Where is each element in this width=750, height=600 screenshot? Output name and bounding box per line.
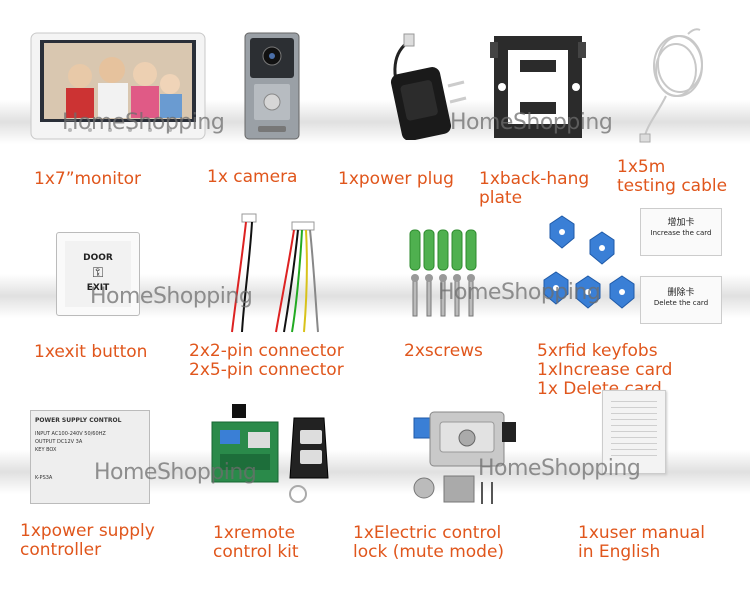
delete-card-cn: 删除卡 — [667, 288, 695, 298]
monitor-image — [30, 32, 206, 140]
power-plug-image — [390, 33, 467, 140]
caption-line: 2x5-pin connector — [189, 360, 344, 380]
caption-line: 1xIncrease card — [537, 360, 673, 380]
psu-line1: INPUT AC100-240V 50/60HZ — [35, 431, 106, 437]
caption-line: 5xrfid keyfobs — [537, 341, 658, 361]
item-caption-camera: 1x camera — [207, 168, 297, 187]
caption-line: 1xuser manual — [578, 523, 706, 543]
watermark-1: HomeShopping — [62, 110, 225, 135]
connectors-image — [231, 213, 319, 333]
caption-line: controller — [20, 540, 102, 560]
item-caption-rfid: 5xrfid keyfobs 1xIncrease card 1x Delete… — [537, 342, 672, 399]
watermark-4: HomeShopping — [438, 280, 601, 305]
psu-line3: KEY BOX — [35, 447, 57, 453]
caption-line: 1x camera — [207, 167, 298, 187]
caption-line: 1xpower supply — [20, 521, 155, 541]
back-hang-plate-image — [490, 36, 586, 138]
psu-line2: OUTPUT DC12V 3A — [35, 439, 83, 445]
caption-line: 1x7”monitor — [34, 169, 142, 189]
increase-card-en: Increase the card — [650, 229, 712, 237]
item-caption-power-plug: 1xpower plug — [338, 170, 454, 189]
delete-card-image: 删除卡 Delete the card — [640, 276, 722, 324]
delete-card-en: Delete the card — [653, 299, 709, 307]
caption-line: 1xremote — [213, 523, 296, 543]
electric-lock-image — [413, 411, 516, 504]
item-caption-exit-button: 1xexit button — [34, 343, 147, 362]
caption-line: 1x5m — [617, 157, 666, 177]
caption-line: 1xElectric control — [353, 523, 502, 543]
caption-line: in English — [578, 542, 661, 562]
psu-model: K-PS3A — [35, 475, 53, 481]
exit-button-label-top: DOOR — [83, 253, 113, 263]
watermark-6: HomeShopping — [478, 456, 641, 481]
caption-line: testing cable — [617, 176, 728, 196]
caption-line: 2x2-pin connector — [189, 341, 344, 361]
increase-card-image: 增加卡 Increase the card — [640, 208, 722, 256]
remote-control-kit-image — [211, 404, 329, 503]
key-icon: ⚿ — [92, 265, 104, 281]
caption-line: 1xpower plug — [338, 169, 454, 189]
item-caption-electric-lock: 1xElectric control lock (mute mode) — [353, 524, 504, 562]
item-caption-back-hang-plate: 1xback-hang plate — [479, 170, 589, 208]
caption-line: 1xback-hang — [479, 169, 590, 189]
caption-line: 2xscrews — [404, 341, 483, 361]
exit-button-image: DOOR ⚿ EXIT — [56, 232, 140, 316]
screws-image — [409, 229, 477, 317]
item-caption-screws: 2xscrews — [404, 342, 483, 361]
item-caption-user-manual: 1xuser manual in English — [578, 524, 705, 562]
manual-text-lines — [611, 401, 657, 461]
item-caption-connectors: 2x2-pin connector 2x5-pin connector — [189, 342, 344, 380]
watermark-3: HomeShopping — [90, 284, 253, 309]
item-caption-monitor: 1x7”monitor — [34, 170, 141, 189]
testing-cable-image — [639, 28, 703, 143]
increase-card-cn: 增加卡 — [667, 218, 695, 228]
item-caption-testing-cable: 1x5m testing cable — [617, 158, 727, 196]
caption-line: plate — [479, 188, 523, 208]
exit-button-label-bottom: EXIT — [86, 283, 110, 293]
psu-title: POWER SUPPLY CONTROL — [35, 417, 122, 424]
rfid-keyfobs-image — [543, 215, 635, 309]
item-caption-power-supply: 1xpower supply controller — [20, 522, 155, 560]
caption-line: control kit — [213, 542, 299, 562]
user-manual-image — [602, 390, 666, 474]
caption-line: 1xexit button — [34, 342, 148, 362]
power-supply-image: POWER SUPPLY CONTROL INPUT AC100-240V 50… — [30, 410, 150, 504]
watermark-5: HomeShopping — [94, 460, 257, 485]
camera-image — [244, 32, 300, 140]
watermark-2: HomeShopping — [450, 110, 613, 135]
item-caption-remote-control: 1xremote control kit — [213, 524, 299, 562]
caption-line: lock (mute mode) — [353, 542, 505, 562]
